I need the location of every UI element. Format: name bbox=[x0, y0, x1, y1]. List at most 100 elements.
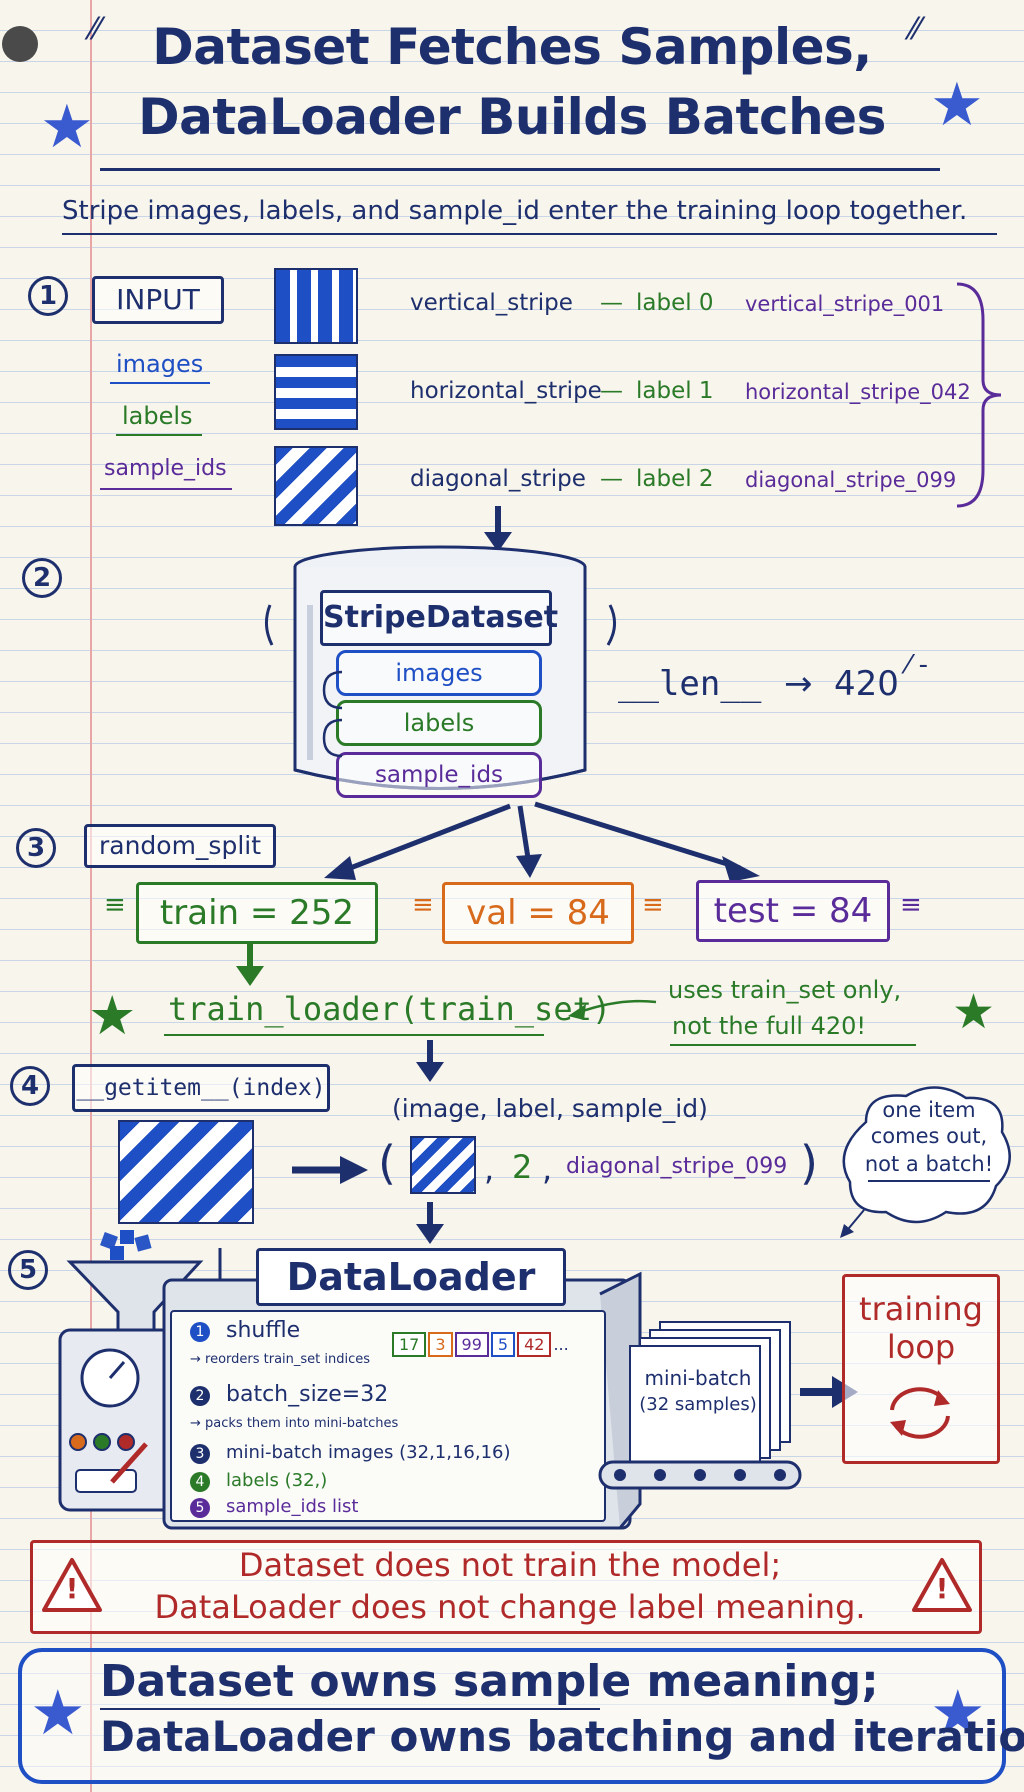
sparkle-icon: ⁄⁄ bbox=[910, 12, 921, 47]
index-chip: 42 bbox=[517, 1332, 552, 1357]
sparkle-icon: ≡ bbox=[900, 890, 922, 920]
arrow-down-icon bbox=[236, 944, 264, 986]
step-1-badge: 1 bbox=[28, 276, 68, 316]
dataloader-item-1-num: 1 bbox=[190, 1322, 210, 1342]
bubble-line-1: one item bbox=[882, 1098, 976, 1122]
dataloader-item-2-text: batch_size=32 bbox=[226, 1382, 389, 1407]
dataset-len-arrow: → bbox=[784, 664, 813, 704]
dataset-field-labels: labels bbox=[336, 700, 542, 746]
star-icon: ★ bbox=[88, 984, 137, 1047]
sample-2-label: label 2 bbox=[636, 466, 714, 492]
arrow-down-icon bbox=[484, 506, 512, 552]
sample-0-label: label 0 bbox=[636, 290, 714, 316]
star-icon: ★ bbox=[30, 1676, 86, 1749]
input-brace bbox=[956, 282, 1002, 508]
warning-icon bbox=[912, 1558, 972, 1612]
dataloader-item-1-sub: → reorders train_set indices bbox=[190, 1352, 371, 1367]
test-split: test = 84 bbox=[696, 880, 890, 942]
loader-note-underline bbox=[670, 1044, 916, 1046]
diagonal-stripe-image bbox=[274, 446, 358, 526]
dataloader-item-5-num: 5 bbox=[190, 1498, 210, 1518]
input-field-labels: labels bbox=[122, 402, 193, 430]
input-field-images-underline bbox=[110, 382, 210, 384]
arrow-down-icon bbox=[416, 1040, 444, 1082]
tuple-label-value: 2 bbox=[512, 1148, 533, 1186]
loader-note-line-1: uses train_set only, bbox=[668, 976, 902, 1004]
train-split: train = 252 bbox=[136, 882, 378, 944]
tuple-sample-id: diagonal_stripe_099 bbox=[566, 1154, 788, 1179]
star-icon: ★ bbox=[930, 1676, 986, 1749]
step-2-badge: 2 bbox=[22, 558, 62, 598]
input-label: INPUT bbox=[92, 276, 224, 324]
tuple-open-paren: ( bbox=[378, 1136, 396, 1190]
summary-line-2: DataLoader owns batching and iteration. bbox=[100, 1712, 1024, 1761]
sparkle-icon: ≡ bbox=[412, 890, 434, 920]
dataloader-name: DataLoader bbox=[256, 1248, 566, 1306]
sample-2-name: diagonal_stripe bbox=[410, 466, 586, 492]
step-4-badge: 4 bbox=[10, 1066, 50, 1106]
warning-box bbox=[30, 1540, 982, 1634]
step-3-badge: 3 bbox=[16, 828, 56, 868]
vertical-stripe-image bbox=[274, 268, 358, 344]
sparkle-icon: ≡ bbox=[104, 890, 126, 920]
title-underline bbox=[100, 168, 940, 171]
dataloader-item-2-sub: → packs them into mini-batches bbox=[190, 1416, 399, 1431]
summary-line-1: Dataset owns sample meaning; bbox=[100, 1656, 879, 1707]
sample-2-dash: — bbox=[600, 466, 623, 492]
tuple-header: (image, label, sample_id) bbox=[392, 1094, 708, 1123]
sample-0-name: vertical_stripe bbox=[410, 290, 573, 316]
arrow-down-icon bbox=[416, 1202, 444, 1244]
dataloader-item-4-num: 4 bbox=[190, 1472, 210, 1492]
thought-bubble bbox=[840, 1086, 1011, 1238]
title-line-1: Dataset Fetches Samples, bbox=[152, 18, 872, 76]
input-field-images: images bbox=[116, 350, 204, 378]
index-chip: 3 bbox=[428, 1332, 453, 1357]
getitem-label: __getitem__(index) bbox=[72, 1064, 330, 1112]
val-split: val = 84 bbox=[442, 882, 634, 944]
dataloader-item-3-num: 3 bbox=[190, 1444, 210, 1464]
bubble-line-3: not a batch! bbox=[864, 1152, 994, 1176]
sparkle-icon: ⁄ ‐ bbox=[906, 650, 928, 680]
star-icon: ★ bbox=[930, 70, 984, 140]
sparkle-icon: ⁄⁄ bbox=[90, 12, 101, 47]
input-field-sample-ids: sample_ids bbox=[104, 456, 227, 481]
dataloader-item-2-num: 2 bbox=[190, 1386, 210, 1406]
dataloader-item-4-text: labels (32,) bbox=[226, 1470, 328, 1491]
horizontal-stripe-image bbox=[274, 354, 358, 430]
warning-icon-mark: ! bbox=[65, 1572, 79, 1605]
sample-1-label: label 1 bbox=[636, 378, 714, 404]
dataset-field-images: images bbox=[336, 650, 542, 696]
warning-icon-mark: ! bbox=[935, 1572, 949, 1605]
arrow-left-icon bbox=[568, 999, 657, 1020]
tuple-close-paren: ) bbox=[800, 1136, 818, 1190]
star-icon: ★ bbox=[40, 92, 94, 162]
title-line-2: DataLoader Builds Batches bbox=[138, 88, 886, 146]
sample-1-id: horizontal_stripe_042 bbox=[745, 380, 971, 404]
getitem-image bbox=[118, 1120, 254, 1224]
warning-icon bbox=[42, 1558, 102, 1612]
sample-1-dash: — bbox=[600, 378, 623, 404]
subtitle-underline bbox=[62, 233, 997, 235]
dataloader-item-5-text: sample_ids list bbox=[226, 1496, 359, 1517]
sample-1-name: horizontal_stripe bbox=[410, 378, 602, 404]
tuple-comma-2: , bbox=[542, 1150, 553, 1188]
arrow-right-icon bbox=[292, 1156, 368, 1184]
minibatch-line-2: (32 samples) bbox=[639, 1394, 757, 1415]
dataloader-item-3-text: mini-batch images (32,1,16,16) bbox=[226, 1442, 511, 1463]
index-ellipsis: ... bbox=[553, 1335, 569, 1354]
step-5-badge: 5 bbox=[8, 1250, 48, 1290]
index-chip: 99 bbox=[454, 1332, 489, 1357]
training-loop-box bbox=[842, 1274, 1000, 1464]
sparkle-icon: ≡ bbox=[642, 890, 664, 920]
input-field-labels-underline bbox=[116, 434, 202, 436]
loader-call: train_loader(train_set) bbox=[168, 990, 612, 1028]
star-icon: ★ bbox=[952, 984, 996, 1040]
dataset-binder-rings bbox=[322, 670, 343, 758]
sample-0-id: vertical_stripe_001 bbox=[745, 292, 945, 316]
minibatch-line-1: mini-batch bbox=[644, 1366, 752, 1390]
minibatch-stack bbox=[598, 1321, 802, 1490]
dataset-len-value: 420 bbox=[834, 664, 899, 704]
index-chip: 17 bbox=[392, 1332, 427, 1357]
tuple-comma-1: , bbox=[484, 1150, 495, 1188]
